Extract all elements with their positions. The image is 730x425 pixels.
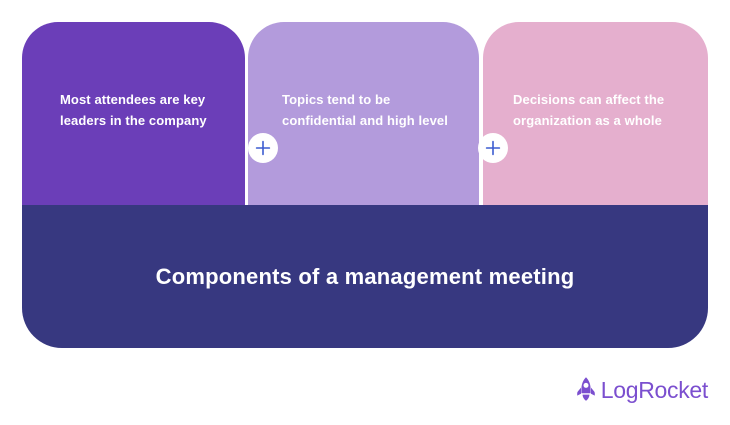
component-panel-3: Decisions can affect the organization as… [483, 22, 708, 205]
component-panel-1: Most attendees are key leaders in the co… [22, 22, 245, 205]
plus-connector-1 [248, 133, 278, 163]
plus-icon [485, 140, 501, 156]
logrocket-logo: LogRocket [574, 376, 708, 406]
title-banner: Components of a management meeting [22, 205, 708, 348]
component-panel-2-text: Topics tend to be confidential and high … [282, 91, 448, 128]
plus-connector-2 [478, 133, 508, 163]
component-panel-1-text: Most attendees are key leaders in the co… [60, 91, 207, 128]
logrocket-wordmark: LogRocket [600, 376, 709, 403]
infographic-title: Components of a management meeting [155, 263, 575, 289]
plus-icon [255, 140, 271, 156]
rocket-icon [574, 376, 598, 407]
component-panel-2: Topics tend to be confidential and high … [248, 22, 479, 205]
component-panel-3-text: Decisions can affect the organization as… [513, 91, 665, 128]
panel-row: Most attendees are key leaders in the co… [22, 22, 708, 205]
